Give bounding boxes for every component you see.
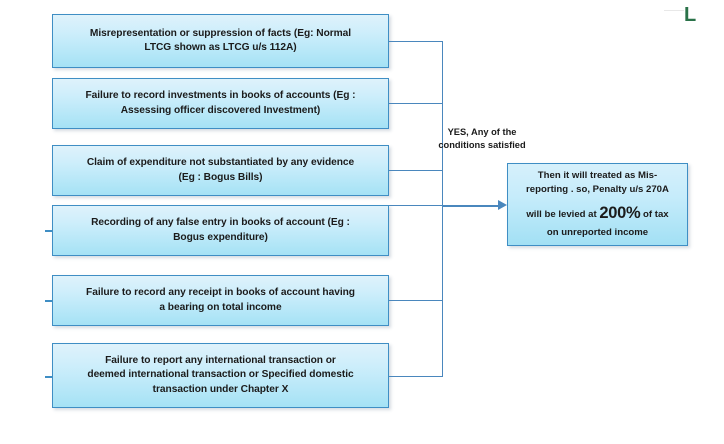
condition-box-false-entry[interactable]: Recording of any false entry in books of… [52, 205, 389, 256]
condition-line: Failure to record investments in books o… [85, 90, 356, 102]
condition-text: Failure to record investments in books o… [85, 89, 355, 118]
condition-box-unrecorded-receipt[interactable]: Failure to record any receipt in books o… [52, 275, 389, 326]
arrow-head-icon [498, 200, 507, 210]
result-line-3: will be levied at 200% of tax [526, 202, 668, 226]
divider [664, 10, 684, 11]
condition-line: Failure to record any receipt in books o… [86, 287, 355, 299]
condition-text: Misrepresentation or suppression of fact… [90, 27, 351, 56]
condition-text: Failure to record any receipt in books o… [86, 286, 355, 315]
decision-label: YES, Any of the conditions satisfied [418, 126, 546, 153]
condition-text: Claim of expenditure not substantiated b… [87, 156, 354, 185]
connector-stub [45, 230, 53, 232]
decision-arrow-shaft [442, 205, 499, 207]
decision-label-line: YES, Any of the [447, 127, 517, 137]
condition-line: LTCG shown as LTCG u/s 112A) [144, 42, 297, 53]
decision-label-line: conditions satisfied [438, 140, 526, 151]
connector-line-2 [389, 103, 443, 104]
condition-line: a bearing on total income [159, 301, 282, 313]
connector-line-5 [389, 300, 443, 301]
connector-bus-vertical [442, 41, 443, 376]
condition-box-unrecorded-investments[interactable]: Failure to record investments in books o… [52, 78, 389, 129]
result-line-1: Then it will treated as Mis- [537, 170, 658, 182]
result-line-4: on unreported income [546, 226, 649, 238]
penalty-percentage-value: 200% [599, 203, 641, 222]
condition-box-international-transaction[interactable]: Failure to report any international tran… [52, 343, 389, 408]
condition-line: Bogus expenditure) [173, 231, 268, 243]
condition-line: Claim of expenditure not substantiated b… [86, 157, 355, 169]
connector-stub [45, 376, 53, 378]
connector-line-4 [389, 205, 443, 206]
condition-line: transaction under Chapter X [152, 383, 289, 395]
condition-line: deemed international transaction or Spec… [87, 369, 354, 381]
condition-box-unsubstantiated-expenditure[interactable]: Claim of expenditure not substantiated b… [52, 145, 389, 196]
condition-line: Failure to report any international tran… [105, 354, 336, 366]
connector-line-6 [389, 376, 443, 377]
condition-line: Assessing officer discovered Investment) [120, 104, 321, 116]
condition-line: Misrepresentation or suppression of fact… [89, 27, 352, 39]
connector-line-1 [389, 41, 443, 42]
condition-text: Recording of any false entry in books of… [91, 216, 350, 245]
result-line-2: reporting . so, Penalty u/s 270A [526, 184, 669, 196]
condition-line: Recording of any false entry in books of… [91, 217, 350, 229]
condition-line: (Eg : Bogus Bills) [178, 171, 263, 183]
condition-box-misrepresentation[interactable]: Misrepresentation or suppression of fact… [52, 14, 389, 68]
corner-letter-glyph: L [684, 4, 697, 26]
condition-text: Failure to report any international tran… [87, 354, 353, 397]
connector-stub [45, 300, 53, 302]
result-box-misreporting-penalty[interactable]: Then it will treated as Mis- reporting .… [507, 163, 688, 246]
connector-line-3 [389, 170, 443, 171]
result-line-3-prefix: will be levied at [526, 208, 600, 220]
result-line-3-suffix: of tax [640, 208, 669, 220]
